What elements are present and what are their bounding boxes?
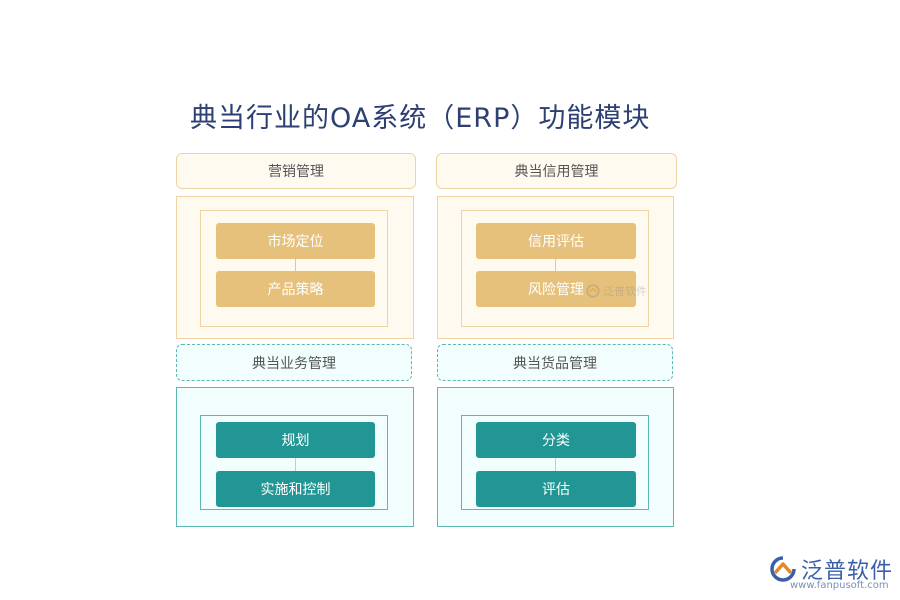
- brand-url: www.fanpusoft.com: [790, 580, 889, 591]
- item-evaluation: 评估: [476, 471, 636, 507]
- connector-line: [295, 258, 296, 272]
- watermark: 泛普软件: [586, 283, 647, 299]
- item-classification: 分类: [476, 422, 636, 458]
- page-title: 典当行业的OA系统（ERP）功能模块: [190, 103, 651, 134]
- fanpu-logo-icon: [770, 556, 796, 582]
- item-market-positioning: 市场定位: [216, 223, 375, 259]
- module-header-business: 典当业务管理: [176, 344, 412, 381]
- item-product-strategy: 产品策略: [216, 271, 375, 307]
- item-credit-assessment: 信用评估: [476, 223, 636, 259]
- item-implementation-control: 实施和控制: [216, 471, 375, 507]
- item-planning: 规划: [216, 422, 375, 458]
- module-header-goods: 典当货品管理: [437, 344, 673, 381]
- watermark-text: 泛普软件: [603, 285, 647, 298]
- item-risk-management: 风险管理: [476, 271, 636, 307]
- brand-name: 泛普软件: [801, 559, 894, 584]
- connector-line: [555, 457, 556, 471]
- module-header-marketing: 营销管理: [176, 153, 416, 189]
- connector-line: [295, 457, 296, 471]
- brand-logo: 泛普软件: [770, 553, 893, 585]
- fanpu-logo-icon: [586, 284, 600, 298]
- module-header-credit: 典当信用管理: [436, 153, 677, 189]
- connector-line: [555, 258, 556, 272]
